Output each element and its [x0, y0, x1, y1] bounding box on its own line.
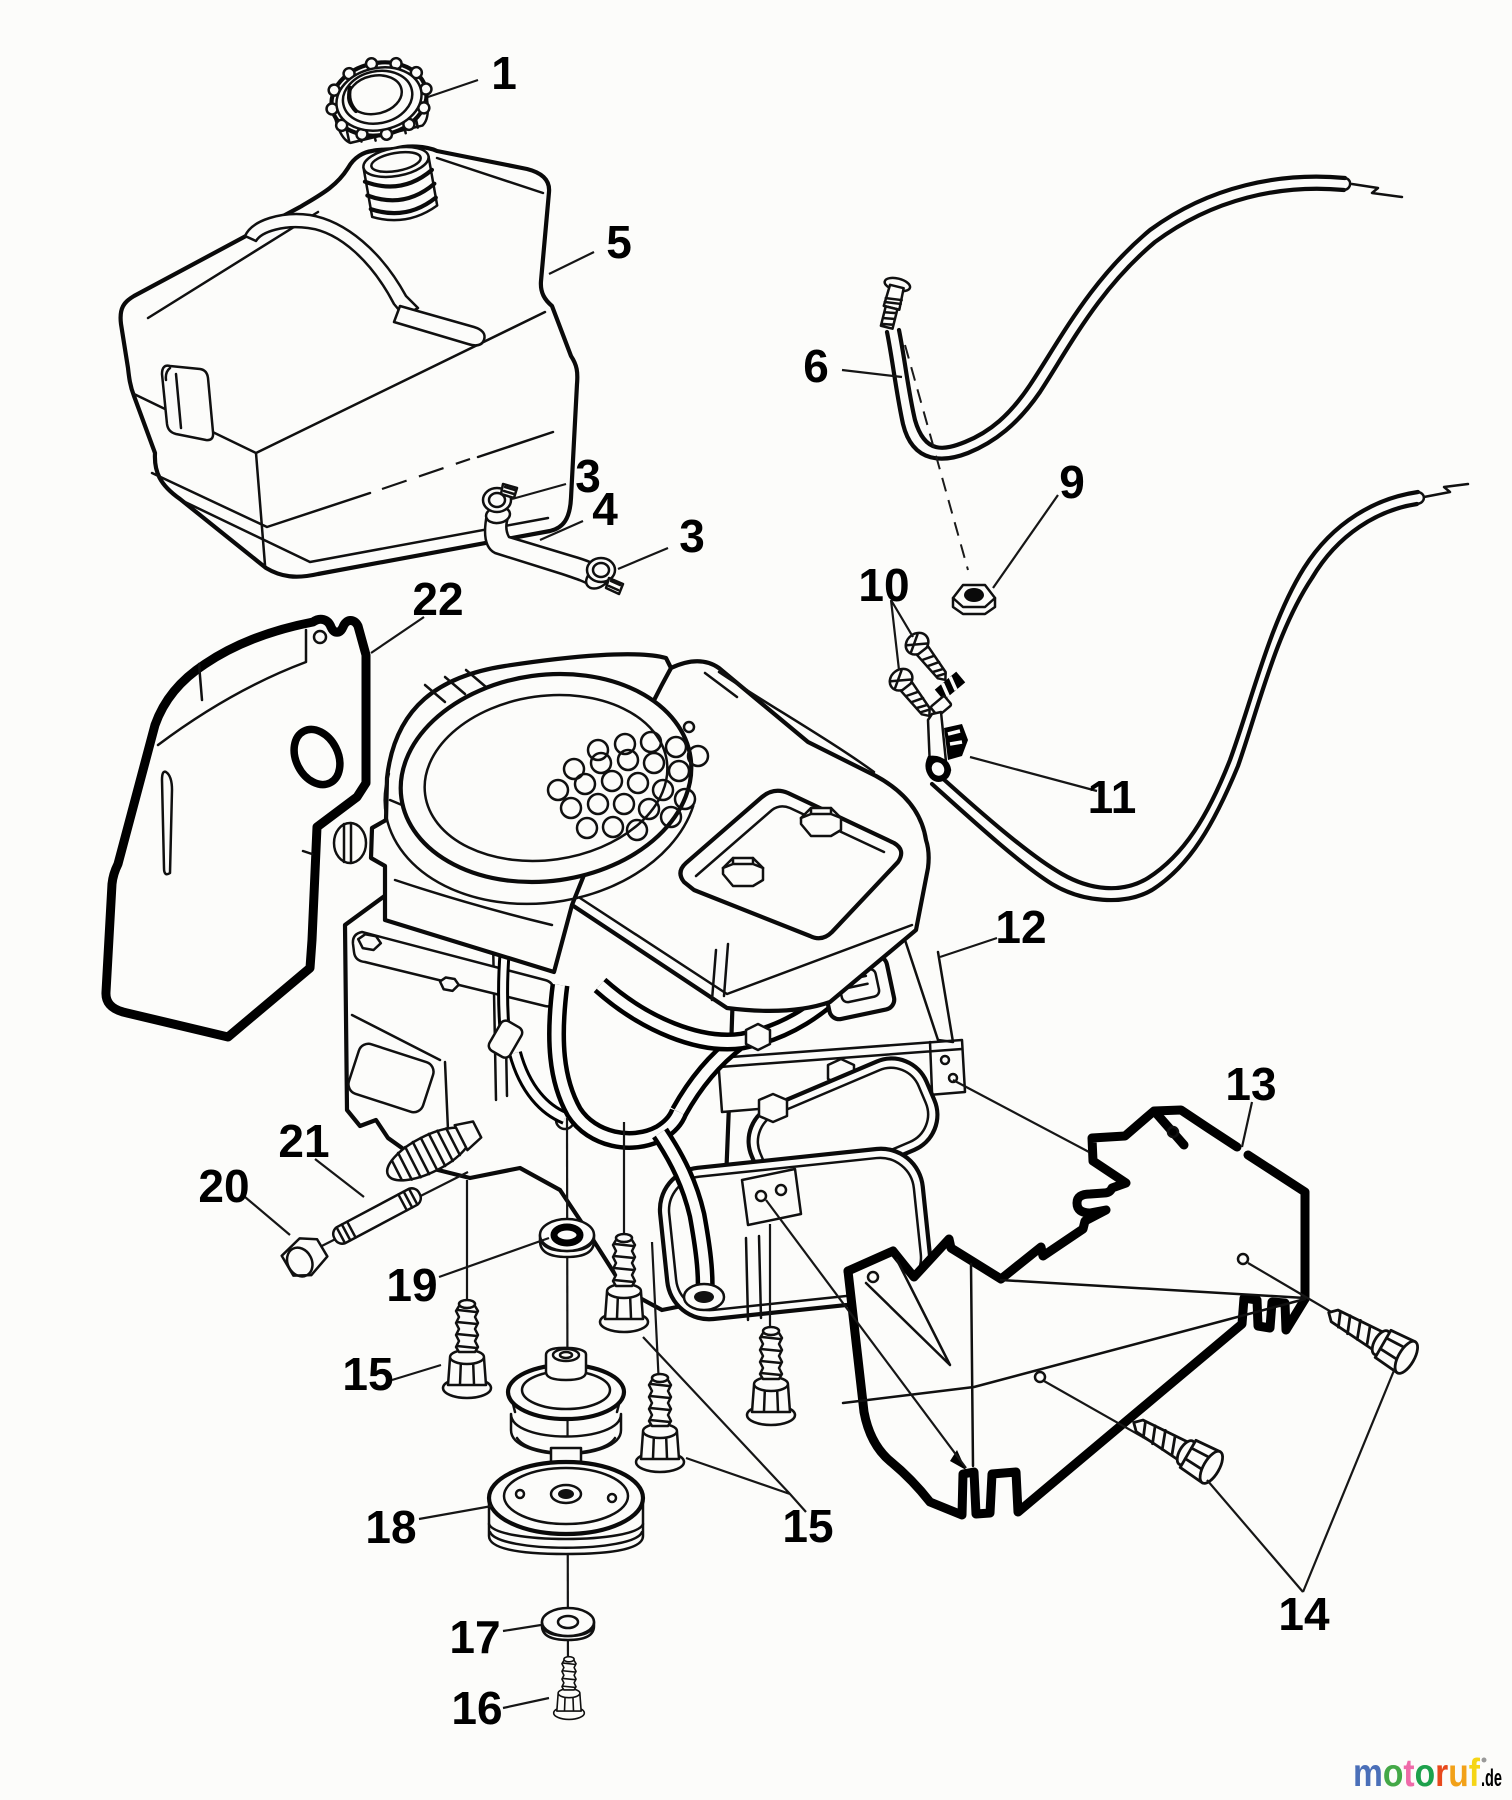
svg-text:11: 11 [1088, 771, 1137, 823]
svg-text:3: 3 [679, 510, 705, 562]
svg-text:motoruf: motoruf [1353, 1752, 1481, 1795]
svg-text:20: 20 [198, 1160, 249, 1212]
svg-text:15: 15 [342, 1348, 393, 1400]
svg-text:5: 5 [606, 216, 632, 268]
svg-text:19: 19 [386, 1259, 437, 1311]
svg-text:13: 13 [1225, 1058, 1276, 1110]
svg-text:10: 10 [858, 559, 909, 611]
svg-text:1: 1 [491, 47, 517, 99]
svg-text:6: 6 [803, 340, 829, 392]
svg-text:12: 12 [995, 901, 1046, 953]
svg-text:14: 14 [1278, 1588, 1330, 1640]
svg-text:.de: .de [1481, 1765, 1502, 1792]
svg-text:4: 4 [592, 483, 618, 535]
svg-text:21: 21 [278, 1115, 329, 1167]
svg-text:22: 22 [412, 573, 463, 625]
svg-text:16: 16 [451, 1682, 502, 1734]
svg-text:15: 15 [782, 1500, 833, 1552]
svg-text:17: 17 [449, 1611, 500, 1663]
svg-text:3: 3 [575, 450, 601, 502]
svg-text:9: 9 [1059, 456, 1085, 508]
svg-text:18: 18 [365, 1501, 416, 1553]
